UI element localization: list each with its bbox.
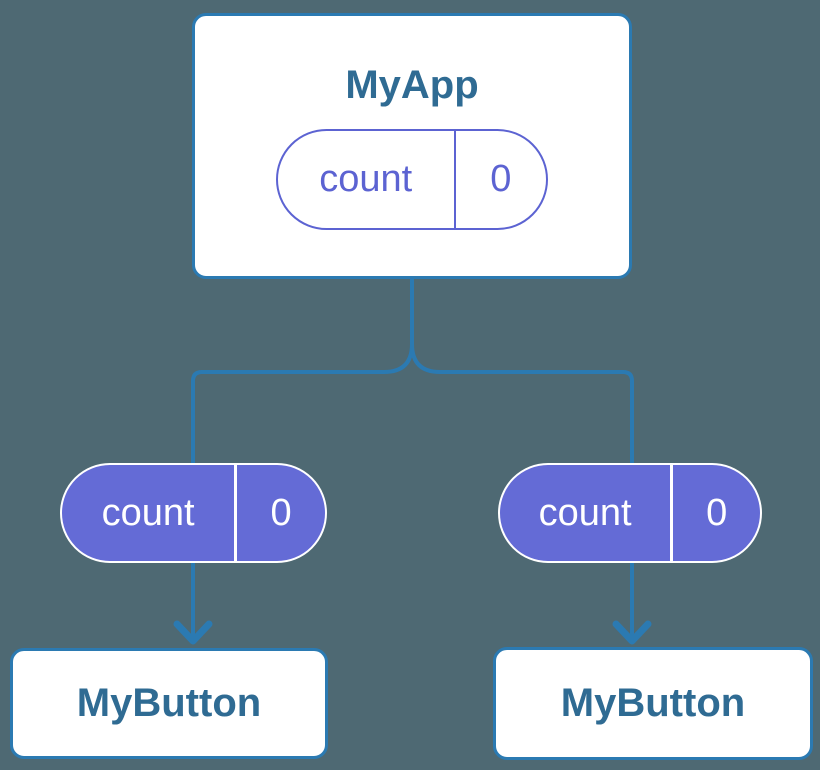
node-myapp: MyApp count 0 — [192, 13, 632, 279]
left-arrowhead-icon — [173, 620, 213, 645]
node-mybutton-right: MyButton — [493, 647, 813, 760]
node-mybutton-right-title: MyButton — [560, 681, 746, 725]
state-label: count — [278, 131, 456, 228]
state-value: 0 — [270, 491, 292, 534]
node-myapp-title: MyApp — [345, 63, 479, 107]
node-mybutton-left-title: MyButton — [76, 681, 262, 725]
state-value: 0 — [490, 158, 512, 200]
myapp-state-pill: count 0 — [276, 129, 548, 230]
child-state-pill-left: count 0 — [60, 463, 327, 563]
connector-right-branch — [410, 279, 634, 636]
state-value: 0 — [706, 491, 728, 534]
right-arrowhead-icon — [612, 620, 652, 645]
state-label: count — [500, 465, 674, 561]
connector-left-branch — [191, 279, 414, 636]
state-label: count — [62, 465, 238, 561]
child-state-pill-right: count 0 — [498, 463, 762, 563]
node-mybutton-left: MyButton — [10, 648, 328, 759]
